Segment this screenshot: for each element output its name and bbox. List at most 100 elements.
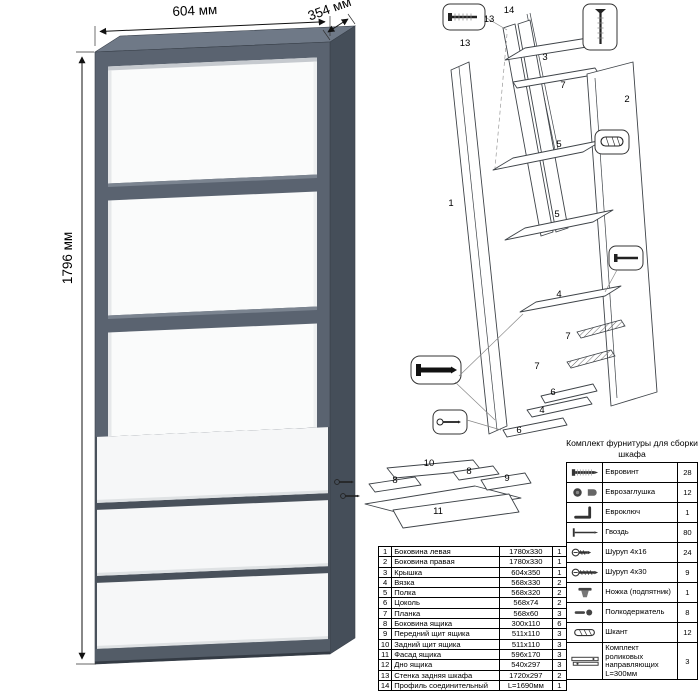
part-number-label: 1 [448,198,453,209]
screw-icon [436,418,461,426]
height-dimension-label: 1796 мм [60,232,75,284]
part-number-label: 10 [424,458,435,469]
parts-cell-name: Вязка [391,576,500,589]
drawer-front [97,573,328,649]
screw-30-icon [565,562,604,583]
drawer-side-panel [368,476,422,493]
shelf [108,174,317,201]
parts-cell-size: 568x320 [498,587,553,599]
drawer-front-panel [480,472,532,491]
drawer-front [97,500,328,576]
parts-cell-num: 7 [377,607,393,620]
parts-cell-num: 4 [377,576,393,589]
parts-cell-size: 596x170 [498,648,553,661]
parts-cell-size: 511x110 [498,638,553,650]
cabinet-front-face [94,41,331,665]
parts-cell-name: Задний щит ящика [391,638,500,650]
part-number-label: 3 [542,52,547,63]
shelf-pin-icon [565,602,604,623]
foot-icon [565,582,604,603]
hardware-name: Ножка (подпятник) [602,582,678,603]
hardware-name: Полкодержатель [602,602,678,623]
hardware-qty: 12 [676,482,699,503]
parts-cell-size: L=1690мм [498,679,553,692]
euro-screw-icon [448,13,477,21]
parts-cell-qty: 2 [551,669,568,681]
part-number-label: 8 [392,475,397,486]
parts-cell-name: Профиль соединительный [391,679,500,692]
hardware-qty: 80 [676,522,699,543]
parts-cell-num: 6 [377,597,393,609]
confirmat-screw-icon [416,364,457,376]
parts-cell-name: Цоколь [391,597,500,609]
exploded-cabinet-parts [450,12,658,438]
parts-cell-num: 9 [377,628,393,640]
part-brace [526,396,593,418]
drawer-facade [392,493,520,529]
hardware-name: Шуруп 4x16 [602,542,678,563]
part-number-label: 4 [539,405,544,416]
parts-cell-num: 3 [377,566,393,578]
cabinet-interior [108,57,317,437]
hardware-qty: 28 [676,462,699,483]
part-number-label: 14 [504,5,515,16]
screw-icon [595,9,606,44]
part-base [540,383,598,404]
hardware-kit-title: Комплект фурнитуры для сборки шкафа [566,438,698,459]
parts-cell-num: 12 [377,659,393,671]
hardware-row: Ножка (подпятник)1 [565,582,699,603]
part-number-label: 8 [466,466,471,477]
parts-cell-qty: 3 [551,659,568,671]
part-slide-strip [566,349,616,369]
hardware-name: Гвоздь [602,522,678,543]
parts-cell-size: 511x110 [498,628,553,640]
parts-cell-size: 540x297 [498,659,553,671]
rail-icon [565,641,604,681]
parts-cell-size: 1780x330 [498,556,553,568]
part-base [502,417,568,438]
euro-screw-icon [614,254,638,262]
parts-cell-num: 13 [377,669,393,681]
hardware-name: Комплект роликовых направляющих L=300мм [602,641,678,681]
parts-cell-num: 2 [377,556,393,568]
parts-cell-qty: 3 [551,648,568,661]
parts-cell-qty: 3 [551,607,568,620]
parts-cell-size: 1720x297 [498,669,553,681]
parts-cell-num: 8 [377,618,393,630]
hardware-qty: 9 [676,562,699,583]
parts-cell-size: 568x60 [498,607,553,620]
parts-cell-name: Дно ящика [391,659,500,671]
dowel-icon [600,136,624,147]
part-number-label: 7 [534,361,539,372]
parts-cell-num: 10 [377,638,393,650]
part-number-label: 5 [554,209,559,220]
hardware-qty: 1 [676,502,699,523]
drawer-front [97,427,328,503]
parts-cell-size: 300x110 [498,618,553,630]
parts-cell-name: Планка [391,607,500,620]
part-number-label: 11 [433,506,443,517]
parts-cell-name: Крышка [391,566,500,578]
parts-cell-name: Боковина правая [391,556,500,568]
parts-cell-qty: 2 [551,597,568,609]
parts-cell-qty: 1 [551,679,568,692]
